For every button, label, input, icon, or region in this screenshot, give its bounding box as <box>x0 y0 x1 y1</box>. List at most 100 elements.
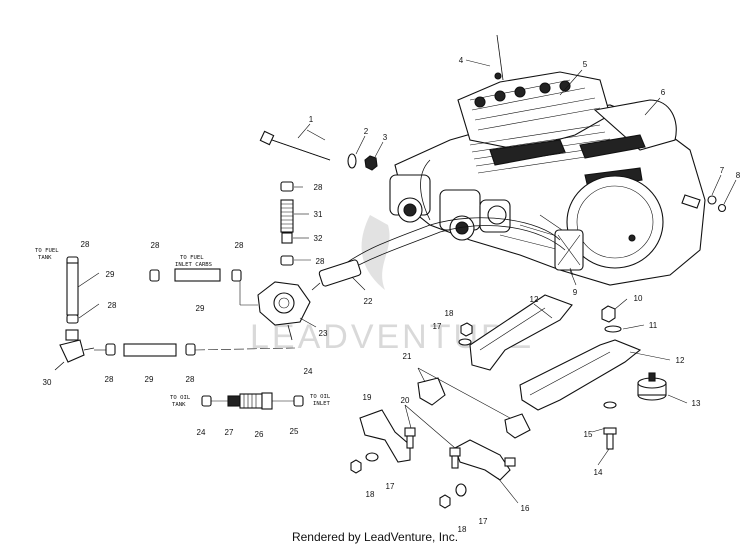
bolt-20b <box>449 447 461 457</box>
callout-27: 27 <box>225 428 234 437</box>
callout-25: 25 <box>290 427 299 436</box>
isolator-21b <box>504 413 531 439</box>
leader-lines <box>77 59 737 504</box>
footer-credit: Rendered by LeadVenture, Inc. <box>291 530 459 544</box>
callout-21: 21 <box>403 352 412 361</box>
coil-22 <box>318 259 362 287</box>
wire-harness <box>329 217 561 276</box>
callout-28g: 28 <box>105 375 114 384</box>
washer-17b <box>365 452 379 462</box>
clamp-28 <box>280 181 294 192</box>
note-to-fuel-inlet-l1: TO FUEL <box>180 255 204 261</box>
note-to-fuel-tank-l1: TO FUEL <box>35 248 59 254</box>
nut-18b <box>350 459 362 474</box>
callout-5: 5 <box>583 60 588 69</box>
callout-16: 16 <box>521 504 530 513</box>
note-to-oil-inlet-l2: INLET <box>313 401 330 407</box>
callout-18a: 18 <box>445 309 454 318</box>
callout-28f: 28 <box>316 257 325 266</box>
bolt-1 <box>259 130 331 161</box>
note-to-oil-tank-l2: TANK <box>172 402 186 408</box>
hose-32 <box>281 232 293 244</box>
callout-17a: 17 <box>433 322 442 331</box>
bolt-14 <box>603 427 617 435</box>
callout-3: 3 <box>383 133 388 142</box>
rubber-mount-13 <box>637 372 667 401</box>
callout-28a: 28 <box>81 240 90 249</box>
callout-31: 31 <box>314 210 323 219</box>
note-to-oil-inlet-l1: TO OIL <box>310 394 331 400</box>
callout-28d: 28 <box>235 241 244 250</box>
callout-2: 2 <box>364 127 369 136</box>
callout-30: 30 <box>43 378 52 387</box>
washer-2 <box>347 153 357 169</box>
callout-9: 9 <box>573 288 578 297</box>
bracket-12b <box>519 339 642 411</box>
callout-17b: 17 <box>386 482 395 491</box>
callout-28c: 28 <box>151 241 160 250</box>
callout-23: 23 <box>319 329 328 338</box>
bolt-20a <box>404 427 416 437</box>
callout-numbers: 1 2 3 4 5 6 7 8 9 10 11 12 12 13 14 15 1… <box>43 56 741 534</box>
note-to-fuel-inlet-l2: INLET CARBS <box>175 262 212 268</box>
nut-18c <box>439 494 451 509</box>
engine-assembly <box>389 34 706 286</box>
callout-17c: 17 <box>479 517 488 526</box>
washer-17a <box>458 338 472 346</box>
callout-15: 15 <box>584 430 593 439</box>
callout-13: 13 <box>692 399 701 408</box>
routing-notes: TO FUEL TANK TO FUEL INLET CARBS TO OIL … <box>35 248 331 408</box>
nut-3 <box>364 155 378 171</box>
recoil-cover <box>566 175 664 269</box>
callout-14: 14 <box>594 468 603 477</box>
nut-18a <box>460 322 473 337</box>
exhaust-manifold <box>593 99 677 151</box>
washer-17c <box>455 483 467 497</box>
fuel-line-29b <box>66 262 79 316</box>
callout-10: 10 <box>634 294 643 303</box>
watermark-flame-icon <box>361 215 390 290</box>
nut-10 <box>601 305 616 323</box>
note-to-fuel-tank-l2: TANK <box>38 255 52 261</box>
callout-22: 22 <box>364 297 373 306</box>
callout-24b: 24 <box>304 367 313 376</box>
callout-12b: 12 <box>676 356 685 365</box>
dipstick-rod <box>496 34 504 81</box>
callout-28e: 28 <box>314 183 323 192</box>
callout-12a: 12 <box>530 295 539 304</box>
callout-28b: 28 <box>108 301 117 310</box>
fuel-pump-group <box>239 181 311 341</box>
bracket-19 <box>359 409 411 463</box>
callout-1: 1 <box>309 115 314 124</box>
isolator-21a <box>417 377 446 406</box>
note-to-oil-tank-l1: TO OIL <box>170 395 191 401</box>
callout-18c: 18 <box>458 525 467 534</box>
callout-19: 19 <box>363 393 372 402</box>
callout-7: 7 <box>720 166 725 175</box>
callout-4: 4 <box>459 56 464 65</box>
callout-29c: 29 <box>145 375 154 384</box>
callout-24a: 24 <box>197 428 206 437</box>
callout-18b: 18 <box>366 490 375 499</box>
bracket-16 <box>454 439 511 481</box>
fuel-line-29 <box>174 268 221 282</box>
callout-29b: 29 <box>196 304 205 313</box>
oil-line-group <box>201 392 304 410</box>
callout-11: 11 <box>649 321 658 330</box>
callout-26: 26 <box>255 430 264 439</box>
coolant-hose <box>489 139 566 166</box>
callout-6: 6 <box>661 88 666 97</box>
fuel-line-29c <box>123 343 177 357</box>
callout-29a: 29 <box>106 270 115 279</box>
callout-8: 8 <box>736 171 741 180</box>
fuel-valve-30 <box>54 329 95 371</box>
washer-7 <box>707 195 717 205</box>
clip-8 <box>717 203 727 213</box>
callout-28h: 28 <box>186 375 195 384</box>
callout-20: 20 <box>401 396 410 405</box>
washer-11 <box>604 325 622 333</box>
clamp-28b <box>149 269 160 282</box>
callout-32: 32 <box>314 234 323 243</box>
